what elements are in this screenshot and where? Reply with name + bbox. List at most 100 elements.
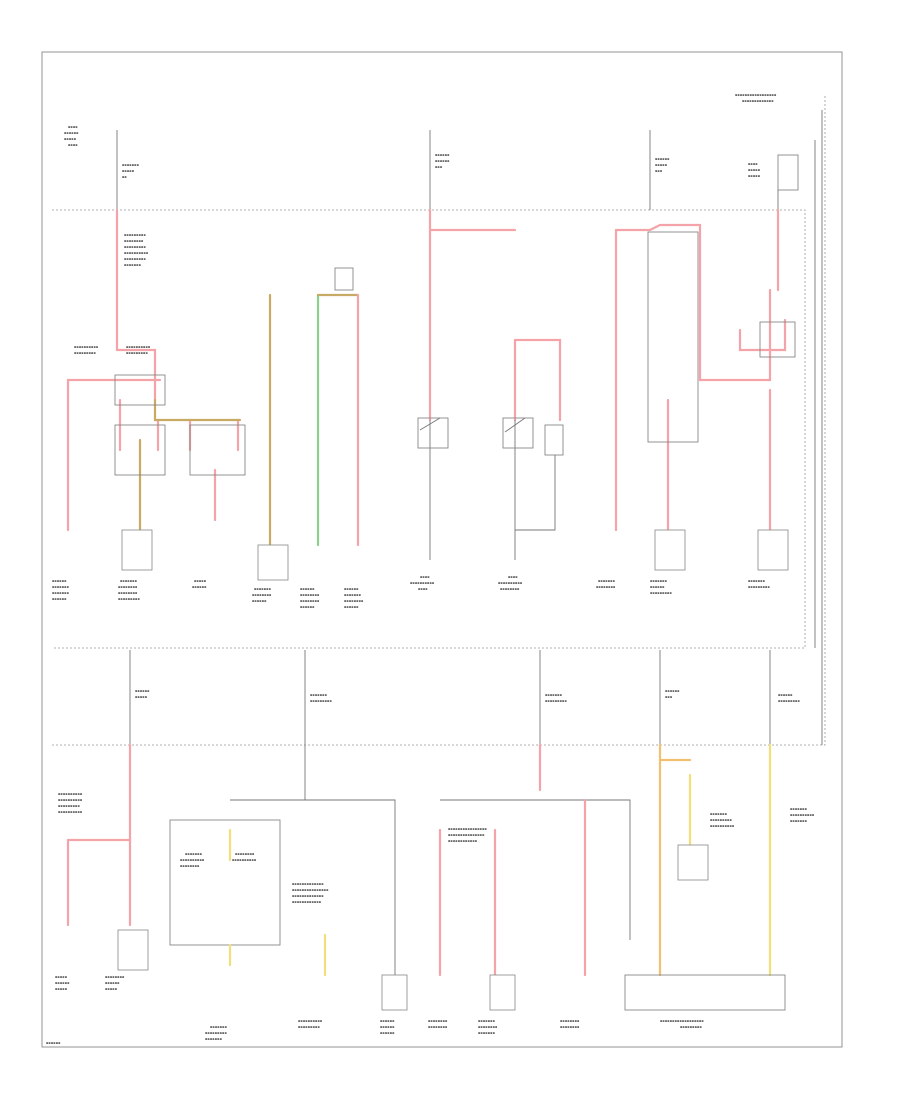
svg-text:▪▪▪▪▪▪: ▪▪▪▪▪▪ xyxy=(300,587,315,591)
svg-text:▪▪▪▪▪▪▪▪▪: ▪▪▪▪▪▪▪▪▪ xyxy=(710,818,732,822)
svg-text:▪▪▪▪▪▪▪▪▪▪▪▪▪: ▪▪▪▪▪▪▪▪▪▪▪▪▪ xyxy=(742,99,774,103)
svg-text:▪▪▪▪▪▪▪: ▪▪▪▪▪▪▪ xyxy=(120,579,138,583)
junction-box-left xyxy=(114,424,166,476)
ignition-relay xyxy=(334,267,354,291)
svg-text:▪▪▪▪▪▪: ▪▪▪▪▪▪ xyxy=(665,689,680,693)
svg-text:▪▪▪▪▪▪▪▪▪▪: ▪▪▪▪▪▪▪▪▪▪ xyxy=(124,251,149,255)
top-feed-3: ▪▪▪▪▪▪▪▪▪▪▪▪▪▪ xyxy=(649,130,670,210)
junction-box-right xyxy=(189,424,246,476)
lower-center-left-circuit: ▪▪▪▪▪▪▪▪▪▪▪▪▪▪▪▪▪▪▪▪▪▪▪▪▪▪▪▪▪▪▪▪▪▪▪▪▪▪▪▪… xyxy=(169,745,408,1041)
svg-text:▪▪▪▪▪▪▪▪▪: ▪▪▪▪▪▪▪▪▪ xyxy=(58,804,80,808)
svg-text:▪▪▪▪▪▪▪▪▪▪: ▪▪▪▪▪▪▪▪▪▪ xyxy=(298,1019,323,1023)
svg-text:▪▪▪▪▪▪: ▪▪▪▪▪▪ xyxy=(105,981,120,985)
svg-text:▪▪▪▪▪▪▪▪▪▪▪▪: ▪▪▪▪▪▪▪▪▪▪▪▪ xyxy=(292,900,322,904)
upper-left-circuit: ▪▪▪▪▪▪▪▪▪▪▪▪▪▪▪▪▪▪▪▪▪▪▪▪▪▪▪▪▪▪▪▪▪▪▪▪▪▪▪▪… xyxy=(66,208,246,532)
svg-text:▪▪▪▪▪▪▪: ▪▪▪▪▪▪▪ xyxy=(210,1025,228,1029)
svg-text:▪▪▪▪▪▪▪▪▪: ▪▪▪▪▪▪▪▪▪ xyxy=(74,351,96,355)
svg-text:▪▪▪▪▪▪▪▪▪▪: ▪▪▪▪▪▪▪▪▪▪ xyxy=(410,581,435,585)
svg-text:▪▪▪▪▪▪▪▪▪▪: ▪▪▪▪▪▪▪▪▪▪ xyxy=(498,581,523,585)
svg-text:▪▪▪▪▪▪: ▪▪▪▪▪▪ xyxy=(778,693,793,697)
svg-text:▪▪▪▪▪▪▪▪▪▪: ▪▪▪▪▪▪▪▪▪▪ xyxy=(180,858,205,862)
svg-text:▪▪▪▪▪▪▪▪: ▪▪▪▪▪▪▪▪ xyxy=(596,585,616,589)
switch-1 xyxy=(417,417,449,560)
svg-text:▪▪▪▪▪▪: ▪▪▪▪▪▪ xyxy=(650,585,665,589)
svg-text:▪▪▪▪▪▪▪▪▪: ▪▪▪▪▪▪▪▪▪ xyxy=(118,597,140,601)
svg-text:▪▪▪▪▪▪: ▪▪▪▪▪▪ xyxy=(300,605,315,609)
svg-text:▪▪▪▪▪▪▪: ▪▪▪▪▪▪▪ xyxy=(478,1019,496,1023)
svg-text:▪▪: ▪▪ xyxy=(122,175,127,179)
svg-text:▪▪▪▪▪▪▪▪▪: ▪▪▪▪▪▪▪▪▪ xyxy=(748,585,770,589)
svg-text:▪▪▪▪▪▪▪▪▪▪: ▪▪▪▪▪▪▪▪▪▪ xyxy=(790,813,815,817)
svg-text:▪▪▪▪▪▪▪: ▪▪▪▪▪▪▪ xyxy=(790,807,808,811)
svg-text:▪▪▪: ▪▪▪ xyxy=(435,165,443,169)
lower-center-right-circuit: ▪▪▪▪▪▪▪▪▪▪▪▪▪▪▪▪▪▪▪▪▪▪▪▪▪▪▪▪▪▪▪▪▪▪▪▪▪▪▪▪… xyxy=(428,743,631,1035)
svg-text:▪▪▪▪▪▪▪: ▪▪▪▪▪▪▪ xyxy=(598,579,616,583)
svg-text:▪▪▪▪▪▪▪▪▪: ▪▪▪▪▪▪▪▪▪ xyxy=(778,699,800,703)
svg-text:▪▪▪▪▪▪▪▪▪: ▪▪▪▪▪▪▪▪▪ xyxy=(126,351,148,355)
svg-text:▪▪▪▪▪▪▪▪▪▪▪▪▪▪▪▪▪▪: ▪▪▪▪▪▪▪▪▪▪▪▪▪▪▪▪▪▪ xyxy=(660,1019,704,1023)
svg-text:▪▪▪▪▪▪▪▪▪▪: ▪▪▪▪▪▪▪▪▪▪ xyxy=(58,810,83,814)
svg-text:▪▪▪▪▪▪▪▪▪: ▪▪▪▪▪▪▪▪▪ xyxy=(124,257,146,261)
diagram-code: ▪▪▪▪▪▪ xyxy=(46,1041,61,1045)
svg-text:▪▪▪▪▪▪: ▪▪▪▪▪▪ xyxy=(192,585,207,589)
svg-text:▪▪▪▪▪▪: ▪▪▪▪▪▪ xyxy=(435,159,450,163)
svg-text:▪▪▪▪▪▪: ▪▪▪▪▪▪ xyxy=(52,597,67,601)
svg-text:▪▪▪▪▪: ▪▪▪▪▪ xyxy=(748,168,761,172)
svg-text:▪▪▪▪▪▪▪▪▪▪▪▪▪▪▪: ▪▪▪▪▪▪▪▪▪▪▪▪▪▪▪ xyxy=(292,888,329,892)
svg-text:▪▪▪▪▪▪▪: ▪▪▪▪▪▪▪ xyxy=(748,579,766,583)
multifunction-switch-box xyxy=(114,374,166,406)
svg-text:▪▪▪▪▪▪▪: ▪▪▪▪▪▪▪ xyxy=(122,163,140,167)
svg-text:▪▪▪▪▪▪▪▪: ▪▪▪▪▪▪▪▪ xyxy=(428,1025,448,1029)
upper-connectors xyxy=(121,529,789,581)
svg-text:▪▪▪▪▪▪: ▪▪▪▪▪▪ xyxy=(380,1031,395,1035)
svg-text:▪▪▪▪▪▪▪▪: ▪▪▪▪▪▪▪▪ xyxy=(560,1019,580,1023)
top-feed-2: ▪▪▪▪▪▪▪▪▪▪▪▪▪▪▪ xyxy=(429,130,450,210)
svg-text:▪▪▪▪: ▪▪▪▪ xyxy=(420,575,430,579)
svg-text:▪▪▪▪▪▪: ▪▪▪▪▪▪ xyxy=(380,1025,395,1029)
svg-text:▪▪▪▪▪▪▪▪▪▪: ▪▪▪▪▪▪▪▪▪▪ xyxy=(74,345,99,349)
svg-text:▪▪▪▪▪▪▪▪▪▪: ▪▪▪▪▪▪▪▪▪▪ xyxy=(710,824,735,828)
svg-text:▪▪▪▪: ▪▪▪▪ xyxy=(748,162,758,166)
svg-text:▪▪▪▪▪▪▪: ▪▪▪▪▪▪▪ xyxy=(310,693,328,697)
svg-text:▪▪▪▪▪▪▪▪▪: ▪▪▪▪▪▪▪▪▪ xyxy=(124,233,146,237)
svg-text:▪▪▪▪▪▪▪▪: ▪▪▪▪▪▪▪▪ xyxy=(180,864,200,868)
svg-text:▪▪▪▪▪▪▪▪▪▪: ▪▪▪▪▪▪▪▪▪▪ xyxy=(58,798,83,802)
svg-text:▪▪▪▪▪▪▪▪: ▪▪▪▪▪▪▪▪ xyxy=(252,593,272,597)
switch-2 xyxy=(502,417,564,560)
svg-text:▪▪▪▪▪: ▪▪▪▪▪ xyxy=(135,695,148,699)
svg-text:▪▪▪▪▪▪▪▪▪: ▪▪▪▪▪▪▪▪▪ xyxy=(680,1025,702,1029)
svg-text:▪▪▪▪▪▪: ▪▪▪▪▪▪ xyxy=(252,599,267,603)
svg-text:▪▪▪▪▪▪▪▪▪▪: ▪▪▪▪▪▪▪▪▪▪ xyxy=(232,858,257,862)
svg-text:▪▪▪▪▪▪▪▪: ▪▪▪▪▪▪▪▪ xyxy=(300,599,320,603)
svg-text:▪▪▪▪▪▪: ▪▪▪▪▪▪ xyxy=(64,131,79,135)
svg-text:▪▪▪▪▪▪▪▪: ▪▪▪▪▪▪▪▪ xyxy=(500,587,520,591)
svg-text:▪▪▪▪: ▪▪▪▪ xyxy=(508,575,518,579)
svg-text:▪▪▪▪▪▪: ▪▪▪▪▪▪ xyxy=(655,157,670,161)
svg-text:▪▪▪▪: ▪▪▪▪ xyxy=(418,587,428,591)
svg-text:▪▪▪▪▪▪▪▪: ▪▪▪▪▪▪▪▪ xyxy=(118,585,138,589)
svg-text:▪▪▪▪▪▪▪: ▪▪▪▪▪▪▪ xyxy=(254,587,272,591)
svg-text:▪▪▪▪▪▪▪▪: ▪▪▪▪▪▪▪▪ xyxy=(560,1025,580,1029)
svg-text:▪▪▪▪▪▪▪▪▪▪▪▪▪▪▪▪: ▪▪▪▪▪▪▪▪▪▪▪▪▪▪▪▪ xyxy=(448,827,488,831)
svg-text:▪▪▪▪▪▪▪▪▪: ▪▪▪▪▪▪▪▪▪ xyxy=(205,1031,227,1035)
lower-left-circuit: ▪▪▪▪▪▪▪▪▪▪▪▪▪▪▪▪▪▪▪▪▪▪▪▪▪▪▪▪▪▪▪▪▪▪▪▪▪▪▪ … xyxy=(55,743,149,991)
lower-right-circuit: ▪▪▪▪▪▪▪▪▪▪▪▪▪▪▪▪▪▪▪▪▪▪▪▪▪▪▪▪▪▪▪▪▪▪▪▪▪▪▪▪… xyxy=(624,743,815,1029)
svg-text:▪▪▪▪: ▪▪▪▪ xyxy=(68,125,78,129)
upper-right-circuit xyxy=(614,208,796,532)
upper-section-border xyxy=(52,209,806,649)
svg-text:▪▪▪▪▪▪: ▪▪▪▪▪▪ xyxy=(380,1019,395,1023)
svg-text:▪▪▪▪▪▪▪▪▪▪: ▪▪▪▪▪▪▪▪▪▪ xyxy=(58,792,83,796)
lower-section-border xyxy=(52,95,826,746)
svg-text:▪▪▪▪▪▪▪: ▪▪▪▪▪▪▪ xyxy=(185,852,203,856)
svg-text:▪▪▪: ▪▪▪ xyxy=(665,695,673,699)
svg-text:▪▪▪▪▪▪▪▪: ▪▪▪▪▪▪▪▪ xyxy=(344,599,364,603)
svg-text:▪▪▪▪▪: ▪▪▪▪▪ xyxy=(64,137,77,141)
svg-text:▪▪▪▪▪▪▪▪▪: ▪▪▪▪▪▪▪▪▪ xyxy=(124,245,146,249)
svg-text:▪▪▪▪▪▪▪▪: ▪▪▪▪▪▪▪▪ xyxy=(428,1019,448,1023)
svg-text:▪▪▪▪▪: ▪▪▪▪▪ xyxy=(122,169,135,173)
svg-text:▪▪▪▪▪▪▪▪▪▪▪▪: ▪▪▪▪▪▪▪▪▪▪▪▪ xyxy=(448,839,478,843)
svg-text:▪▪▪▪▪▪▪▪: ▪▪▪▪▪▪▪▪ xyxy=(300,593,320,597)
svg-text:▪▪▪▪▪▪▪▪: ▪▪▪▪▪▪▪▪ xyxy=(118,591,138,595)
svg-text:▪▪▪▪▪▪▪: ▪▪▪▪▪▪▪ xyxy=(344,593,362,597)
